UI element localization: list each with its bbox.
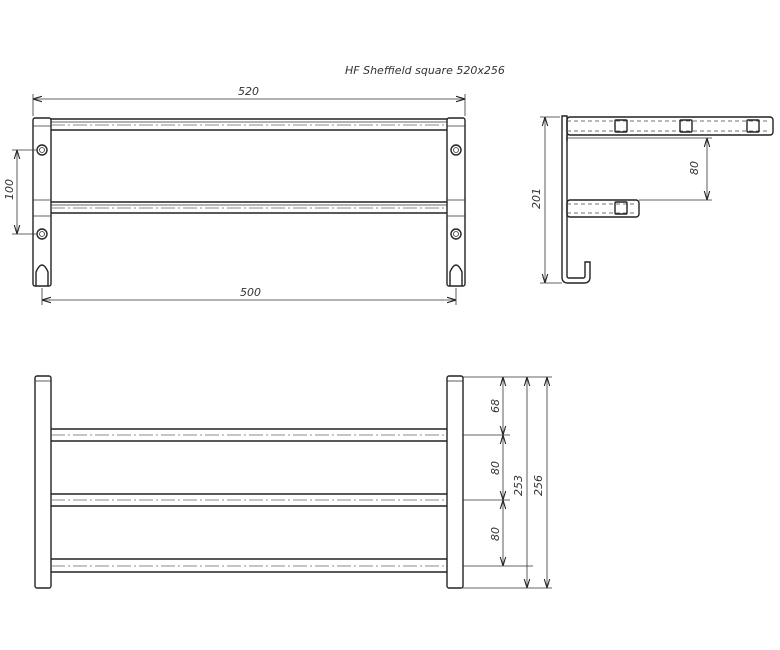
side-lower-arm <box>566 199 712 218</box>
dim-201: 201 <box>530 116 562 284</box>
dim-256-label: 256 <box>532 475 545 496</box>
side-mount-plate <box>561 115 591 284</box>
dim-253: 253 <box>512 377 527 588</box>
dim-520: 520 <box>32 85 466 116</box>
front-right-post <box>446 117 466 287</box>
front-view: 520 500 100 <box>3 85 466 305</box>
dim-500-label: 500 <box>240 286 261 299</box>
side-view: 201 80 <box>530 115 774 284</box>
dim-500: 500 <box>41 286 457 305</box>
front-lower-rail <box>51 201 447 214</box>
dim-80-top-2-label: 80 <box>489 527 502 541</box>
top-rail-3 <box>51 558 447 573</box>
dim-68-label: 68 <box>489 399 502 413</box>
dim-201-label: 201 <box>530 188 543 209</box>
dim-80-side: 80 <box>688 138 707 200</box>
top-rail-2 <box>51 493 447 507</box>
top-rail-1 <box>51 428 447 442</box>
drawing-title: HF Sheffield square 520x256 <box>345 64 505 77</box>
dim-80-side-label: 80 <box>688 161 701 175</box>
top-right-post <box>446 375 464 589</box>
dim-80-top-1: 80 <box>489 435 503 500</box>
dim-68: 68 <box>489 377 503 435</box>
dim-100-label: 100 <box>3 179 16 200</box>
side-upper-arm <box>566 116 774 141</box>
dim-253-label: 253 <box>512 475 525 496</box>
dim-100: 100 <box>3 149 36 235</box>
front-left-post <box>32 117 52 287</box>
dim-80-top-2: 80 <box>489 500 503 566</box>
top-view: 68 80 80 253 256 <box>34 375 552 589</box>
front-top-rail <box>51 118 447 131</box>
top-left-post <box>34 375 52 589</box>
dim-80-top-1-label: 80 <box>489 461 502 475</box>
dim-256: 256 <box>532 377 547 588</box>
dim-520-label: 520 <box>238 85 259 98</box>
